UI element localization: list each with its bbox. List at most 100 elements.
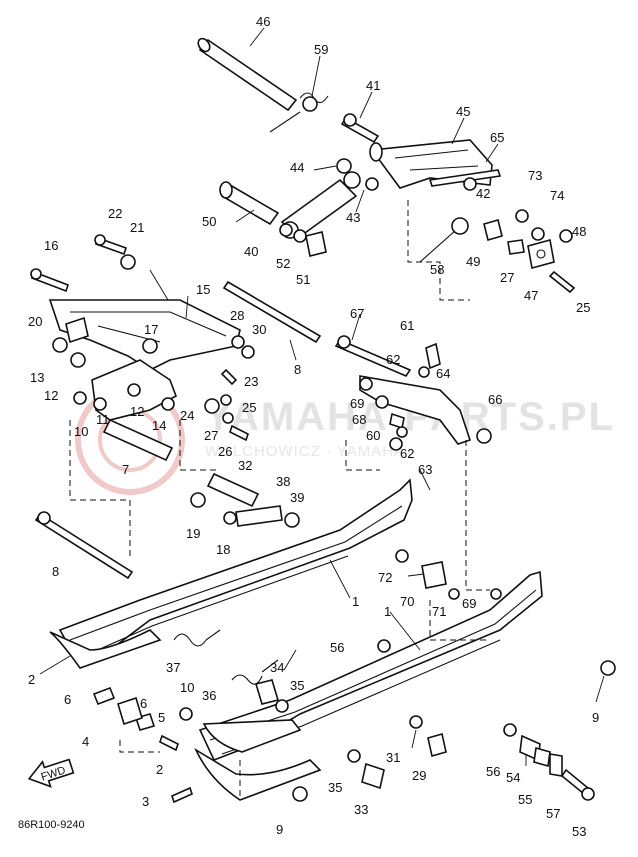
callout-26: 26 [218, 444, 232, 459]
callout-13: 13 [30, 370, 44, 385]
watermark-subtext: WOLCHOWICZ · YAMAHA [205, 443, 405, 460]
callout-42: 42 [476, 186, 490, 201]
callout-49: 49 [466, 254, 480, 269]
callout-38: 38 [276, 474, 290, 489]
callout-12-mid: 12 [130, 404, 144, 419]
callout-9-right: 9 [592, 710, 599, 725]
callout-69-top: 69 [350, 396, 364, 411]
callout-20: 20 [28, 314, 42, 329]
callout-10-low: 10 [180, 680, 194, 695]
callout-labels: 46 59 41 45 65 44 43 42 73 74 50 40 52 5… [28, 14, 599, 839]
callout-61: 61 [400, 318, 414, 333]
callout-7: 7 [122, 462, 129, 477]
callout-8-top: 8 [294, 362, 301, 377]
callout-37: 37 [166, 660, 180, 675]
callout-24: 24 [180, 408, 194, 423]
slide-rail-right [194, 570, 543, 801]
callout-16: 16 [44, 238, 58, 253]
callout-22: 22 [108, 206, 122, 221]
callout-32: 32 [238, 458, 252, 473]
lower-small-parts [92, 549, 616, 804]
callout-12-left: 12 [44, 388, 58, 403]
callout-63: 63 [418, 462, 432, 477]
callout-66: 66 [488, 392, 502, 407]
callout-35-low: 35 [328, 780, 342, 795]
callout-29: 29 [412, 768, 426, 783]
callout-18: 18 [216, 542, 230, 557]
callout-73: 73 [528, 168, 542, 183]
callout-62-low: 62 [400, 446, 414, 461]
callout-36: 36 [202, 688, 216, 703]
callout-41: 41 [366, 78, 380, 93]
callout-67: 67 [350, 306, 364, 321]
fwd-arrow-icon: FWD [27, 758, 75, 788]
callout-59: 59 [314, 42, 328, 57]
callout-25-mid: 25 [242, 400, 256, 415]
callout-23: 23 [244, 374, 258, 389]
diagram-code: 86R100-9240 [18, 819, 85, 831]
callout-31: 31 [386, 750, 400, 765]
right-bracket-parts [419, 209, 576, 294]
callout-33: 33 [354, 802, 368, 817]
shock-absorber [219, 171, 361, 257]
callout-51: 51 [296, 272, 310, 287]
callout-19: 19 [186, 526, 200, 541]
callout-10-top: 10 [74, 424, 88, 439]
callout-71: 71 [432, 604, 446, 619]
callout-15: 15 [196, 282, 210, 297]
callout-45: 45 [456, 104, 470, 119]
callout-6-right: 6 [140, 696, 147, 711]
callout-27-mid: 27 [204, 428, 218, 443]
callout-30: 30 [252, 322, 266, 337]
rear-pivot-shaft [197, 37, 329, 133]
callout-56-low: 56 [486, 764, 500, 779]
callout-35-mid: 35 [290, 678, 304, 693]
callout-53: 53 [572, 824, 586, 839]
callout-68: 68 [352, 412, 366, 427]
slide-rail-left [49, 478, 413, 669]
callout-54: 54 [506, 770, 520, 785]
callout-1-left: 1 [352, 594, 359, 609]
callout-56-mid: 56 [330, 640, 344, 655]
callout-8-low: 8 [52, 564, 59, 579]
callout-28: 28 [230, 308, 244, 323]
callout-69-low: 69 [462, 596, 476, 611]
callout-34: 34 [270, 660, 284, 675]
callout-70: 70 [400, 594, 414, 609]
callout-62-top: 62 [386, 352, 400, 367]
callout-44: 44 [290, 160, 304, 175]
upper-arm-assembly [336, 113, 502, 191]
callout-21: 21 [130, 220, 144, 235]
callout-27-top: 27 [500, 270, 514, 285]
rear-arm-assembly [334, 335, 492, 451]
callout-55: 55 [518, 792, 532, 807]
front-arm-assembly [30, 234, 322, 528]
callout-65: 65 [490, 130, 504, 145]
callout-4: 4 [82, 734, 89, 749]
callout-40: 40 [244, 244, 258, 259]
callout-64: 64 [436, 366, 450, 381]
callout-52: 52 [276, 256, 290, 271]
callout-9-low: 9 [276, 822, 283, 837]
reference-lines [69, 200, 490, 800]
callout-2-top: 2 [28, 672, 35, 687]
callout-39: 39 [290, 490, 304, 505]
callout-11: 11 [96, 412, 110, 427]
callout-57: 57 [546, 806, 560, 821]
leader-lines [39, 27, 605, 766]
callout-14: 14 [152, 418, 166, 433]
callout-46: 46 [256, 14, 270, 29]
callout-1-right: 1 [384, 604, 391, 619]
rod-8-lower [34, 511, 134, 580]
callout-47: 47 [524, 288, 538, 303]
callout-48: 48 [572, 224, 586, 239]
callout-72: 72 [378, 570, 392, 585]
callout-60: 60 [366, 428, 380, 443]
callout-2-low: 2 [156, 762, 163, 777]
callout-5: 5 [158, 710, 165, 725]
callout-17: 17 [144, 322, 158, 337]
callout-58: 58 [430, 262, 444, 277]
callout-25-top: 25 [576, 300, 590, 315]
callout-6-left: 6 [64, 692, 71, 707]
